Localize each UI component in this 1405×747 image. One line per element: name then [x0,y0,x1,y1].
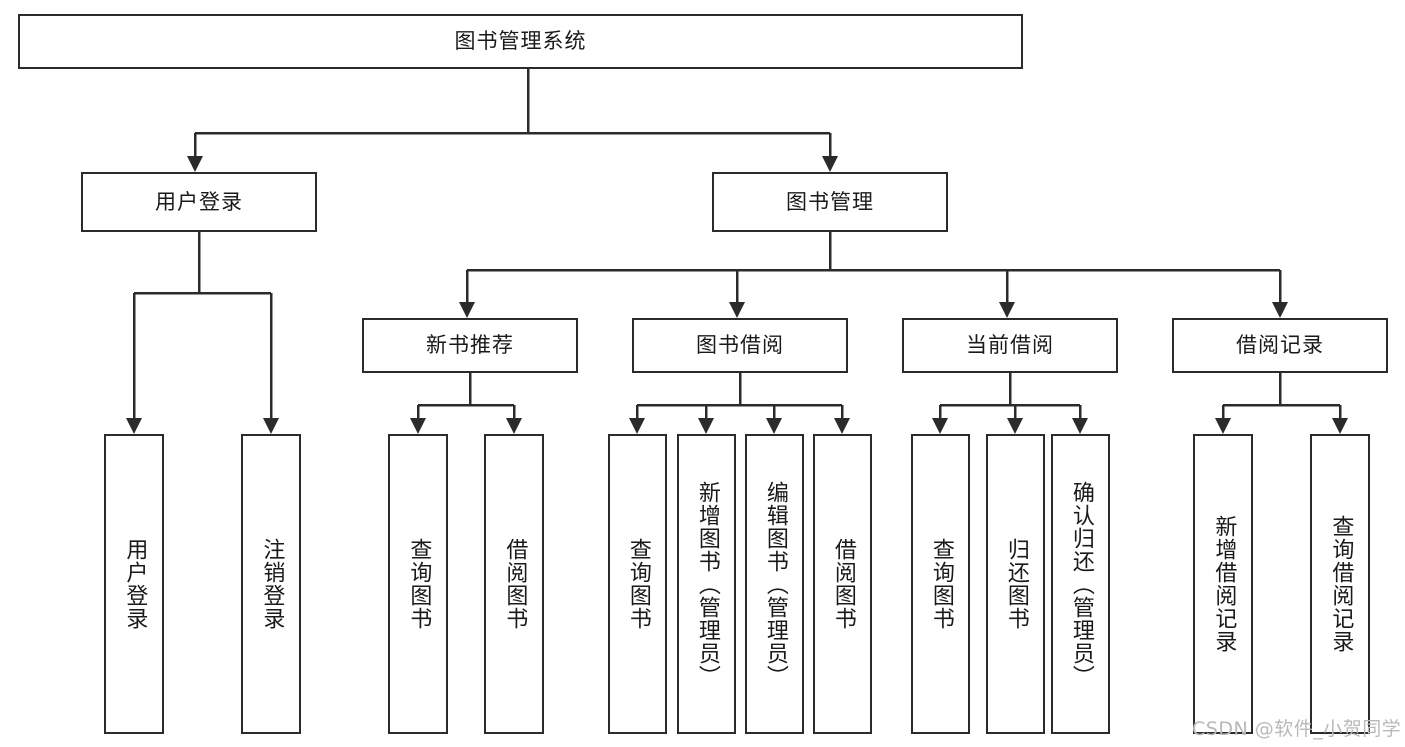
node-new-book-recommend[interactable]: 新书推荐 [362,318,578,373]
node-label: 查询图书 [406,538,432,630]
node-label: 新增借阅记录 [1211,515,1237,653]
node-borrow-record[interactable]: 借阅记录 [1172,318,1388,373]
leaf-current-confirm-return[interactable]: 确认归还（管理员） [1051,434,1110,734]
node-book-borrow[interactable]: 图书借阅 [632,318,848,373]
leaf-borrow-add-book[interactable]: 新增图书（管理员） [677,434,736,734]
node-label: 查询借阅记录 [1328,515,1354,653]
leaf-record-add[interactable]: 新增借阅记录 [1193,434,1253,734]
leaf-borrow-edit-book[interactable]: 编辑图书（管理员） [745,434,804,734]
node-label: 借阅记录 [1236,333,1324,358]
leaf-newbook-query[interactable]: 查询图书 [388,434,448,734]
node-label: 编辑图书（管理员） [762,480,788,688]
leaf-current-return[interactable]: 归还图书 [986,434,1045,734]
node-label: 用户登录 [122,538,148,630]
leaf-record-query[interactable]: 查询借阅记录 [1310,434,1370,734]
node-label: 查询图书 [928,538,954,630]
leaf-user-logout[interactable]: 注销登录 [241,434,301,734]
node-label: 新增图书（管理员） [694,480,720,688]
leaf-borrow-query[interactable]: 查询图书 [608,434,667,734]
node-label: 查询图书 [625,538,651,630]
leaf-borrow-borrow-book[interactable]: 借阅图书 [813,434,872,734]
leaf-user-login[interactable]: 用户登录 [104,434,164,734]
node-current-borrow[interactable]: 当前借阅 [902,318,1118,373]
node-root[interactable]: 图书管理系统 [18,14,1023,69]
node-book-manage[interactable]: 图书管理 [712,172,948,232]
node-label: 图书借阅 [696,333,784,358]
node-user-login[interactable]: 用户登录 [81,172,317,232]
node-label: 确认归还（管理员） [1068,480,1094,688]
node-label: 当前借阅 [966,333,1054,358]
leaf-current-query[interactable]: 查询图书 [911,434,970,734]
node-label: 注销登录 [259,538,285,630]
node-label: 图书管理系统 [454,29,587,54]
node-label: 借阅图书 [830,538,856,630]
node-label: 借阅图书 [502,538,528,630]
node-label: 图书管理 [786,189,874,214]
node-label: 用户登录 [155,189,243,214]
leaf-newbook-borrow[interactable]: 借阅图书 [484,434,544,734]
node-label: 归还图书 [1003,538,1029,630]
node-label: 新书推荐 [426,333,514,358]
